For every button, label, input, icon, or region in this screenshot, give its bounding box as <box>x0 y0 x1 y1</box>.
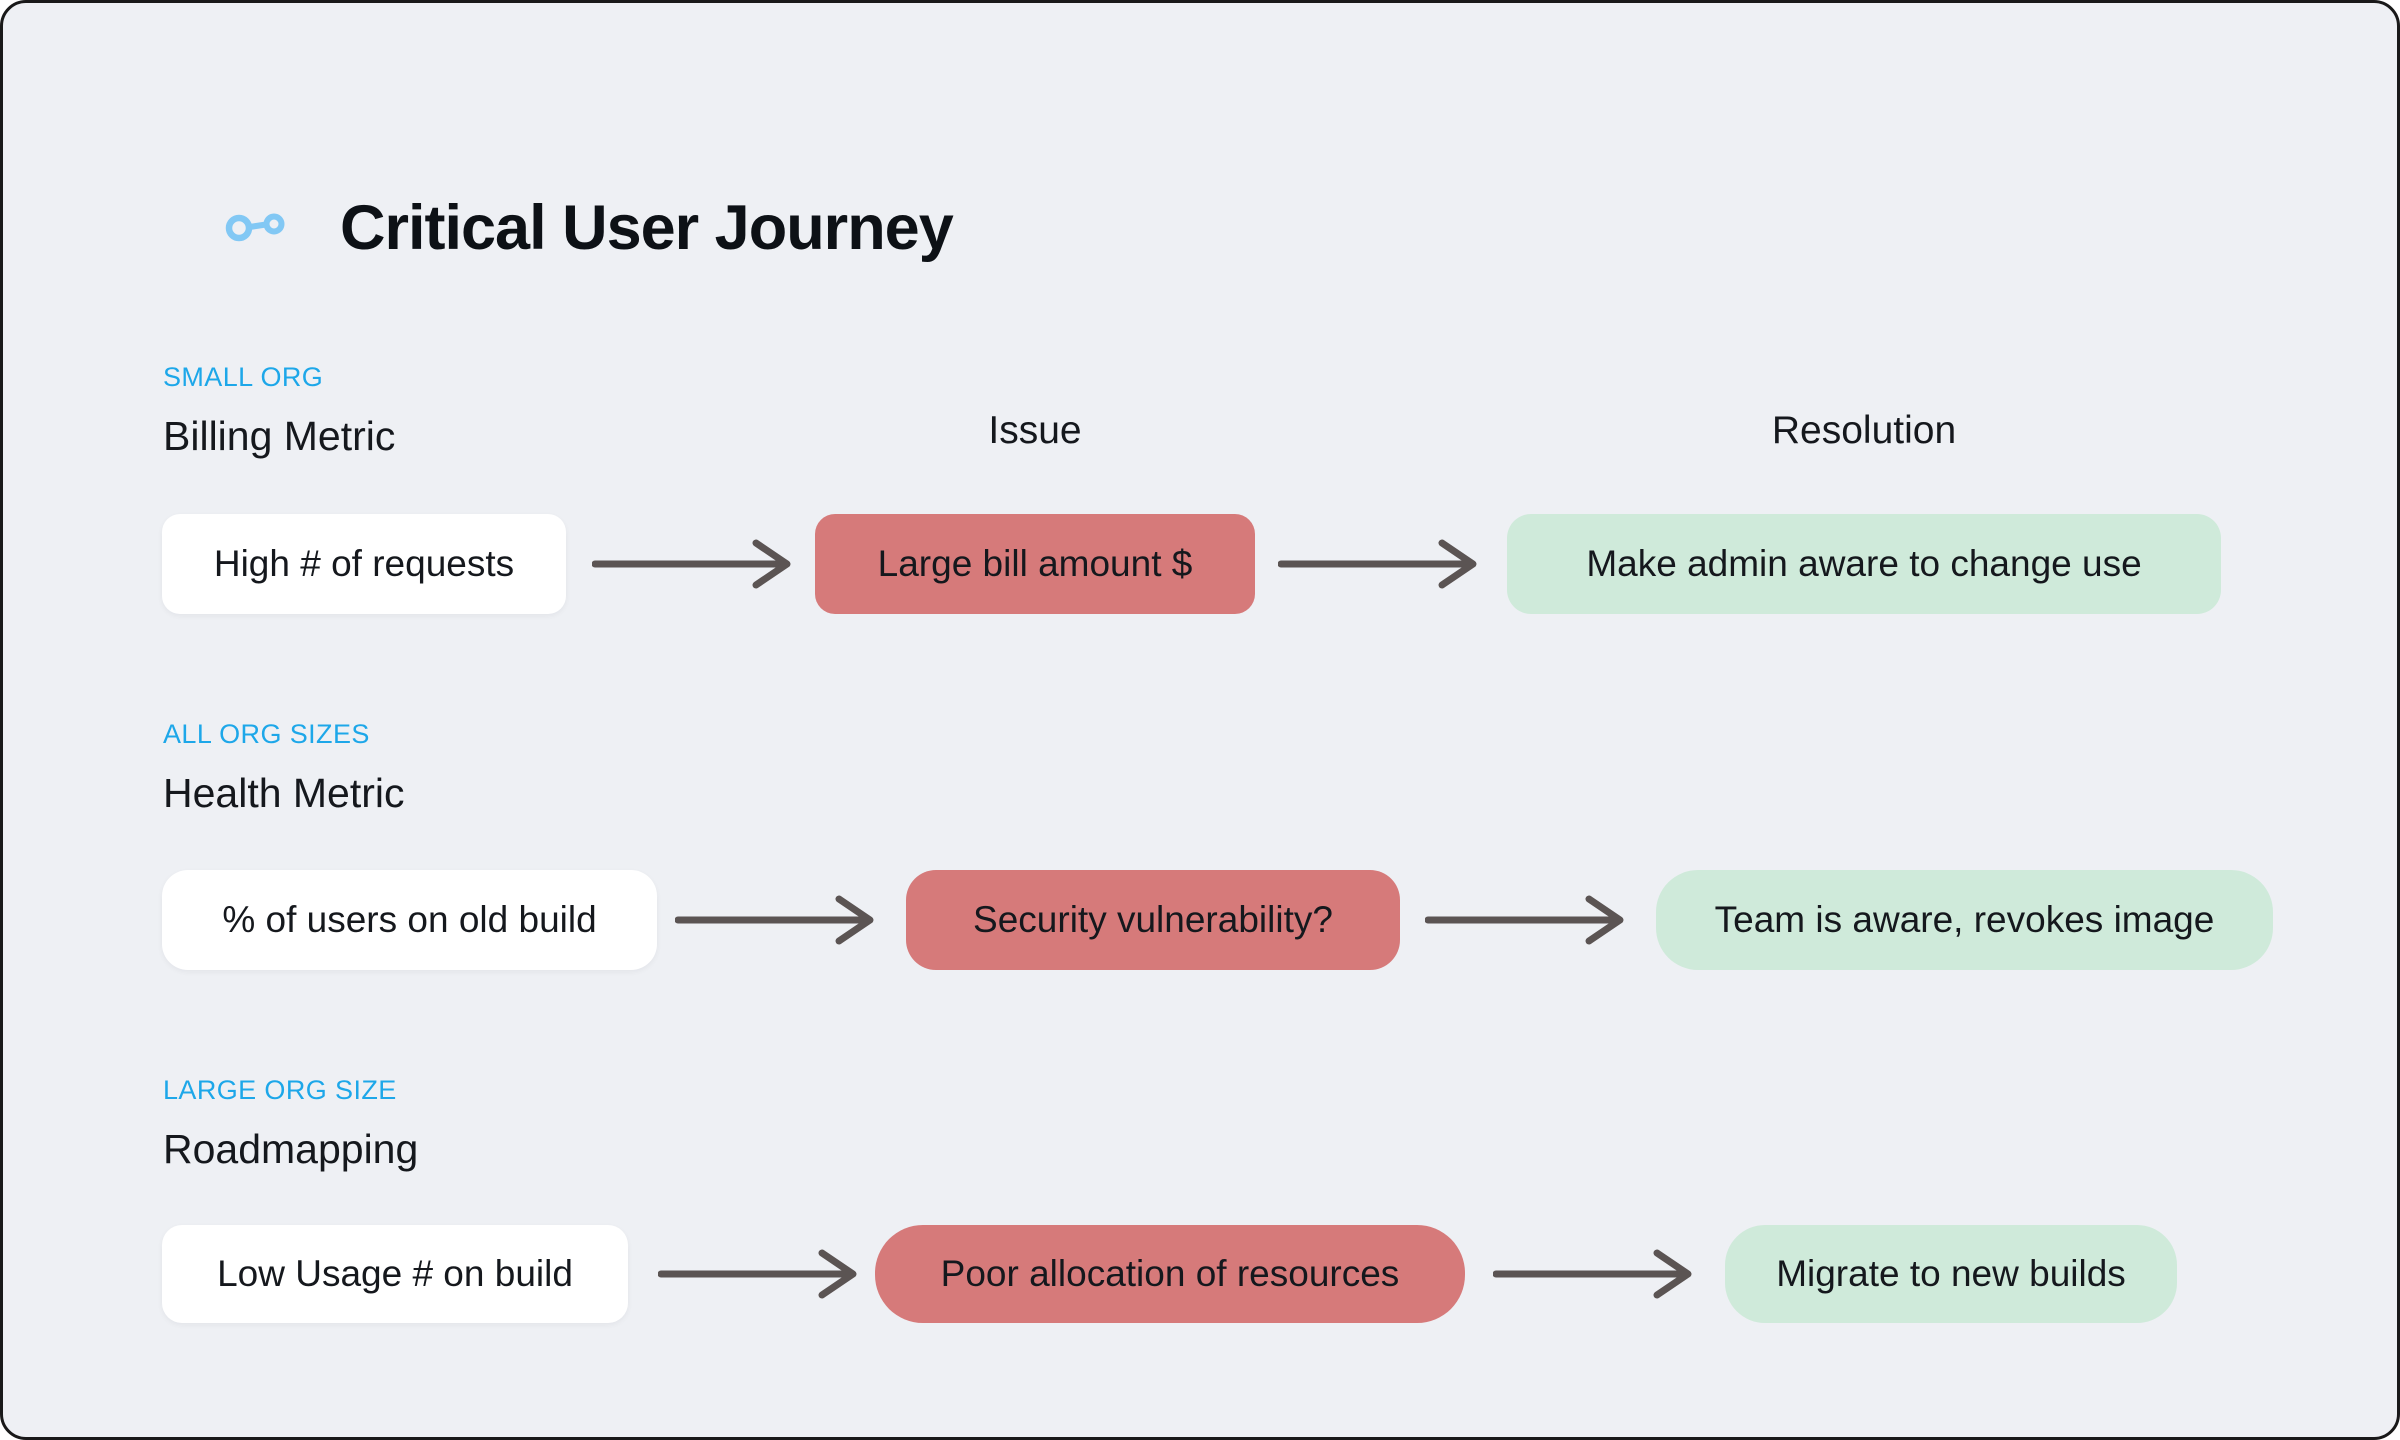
issue-node: Poor allocation of resources <box>875 1225 1465 1323</box>
section-metric-label: Billing Metric <box>163 413 396 459</box>
page-title: Critical User Journey <box>340 193 954 263</box>
section-tag: SMALL ORG <box>163 362 324 392</box>
flow-arrow-icon <box>675 890 881 950</box>
flow-arrow-icon <box>1493 1244 1699 1304</box>
metric-node: % of users on old build <box>162 870 657 970</box>
metric-node: Low Usage # on build <box>162 1225 628 1323</box>
flow-arrow-icon <box>1425 890 1631 950</box>
node-link-icon <box>224 209 286 243</box>
resolution-node: Make admin aware to change use <box>1507 514 2221 614</box>
section-tag: ALL ORG SIZES <box>163 719 370 749</box>
metric-node: High # of requests <box>162 514 566 614</box>
resolution-node: Team is aware, revokes image <box>1656 870 2273 970</box>
column-header-issue: Issue <box>988 409 1082 452</box>
flow-arrow-icon <box>592 534 798 594</box>
column-header-resolution: Resolution <box>1771 409 1957 452</box>
flow-arrow-icon <box>1278 534 1484 594</box>
section-metric-label: Roadmapping <box>163 1126 419 1172</box>
section-tag: LARGE ORG SIZE <box>163 1075 397 1105</box>
issue-node: Large bill amount $ <box>815 514 1255 614</box>
issue-node: Security vulnerability? <box>906 870 1400 970</box>
section-metric-label: Health Metric <box>163 770 405 816</box>
resolution-node: Migrate to new builds <box>1725 1225 2177 1323</box>
flow-arrow-icon <box>658 1244 864 1304</box>
